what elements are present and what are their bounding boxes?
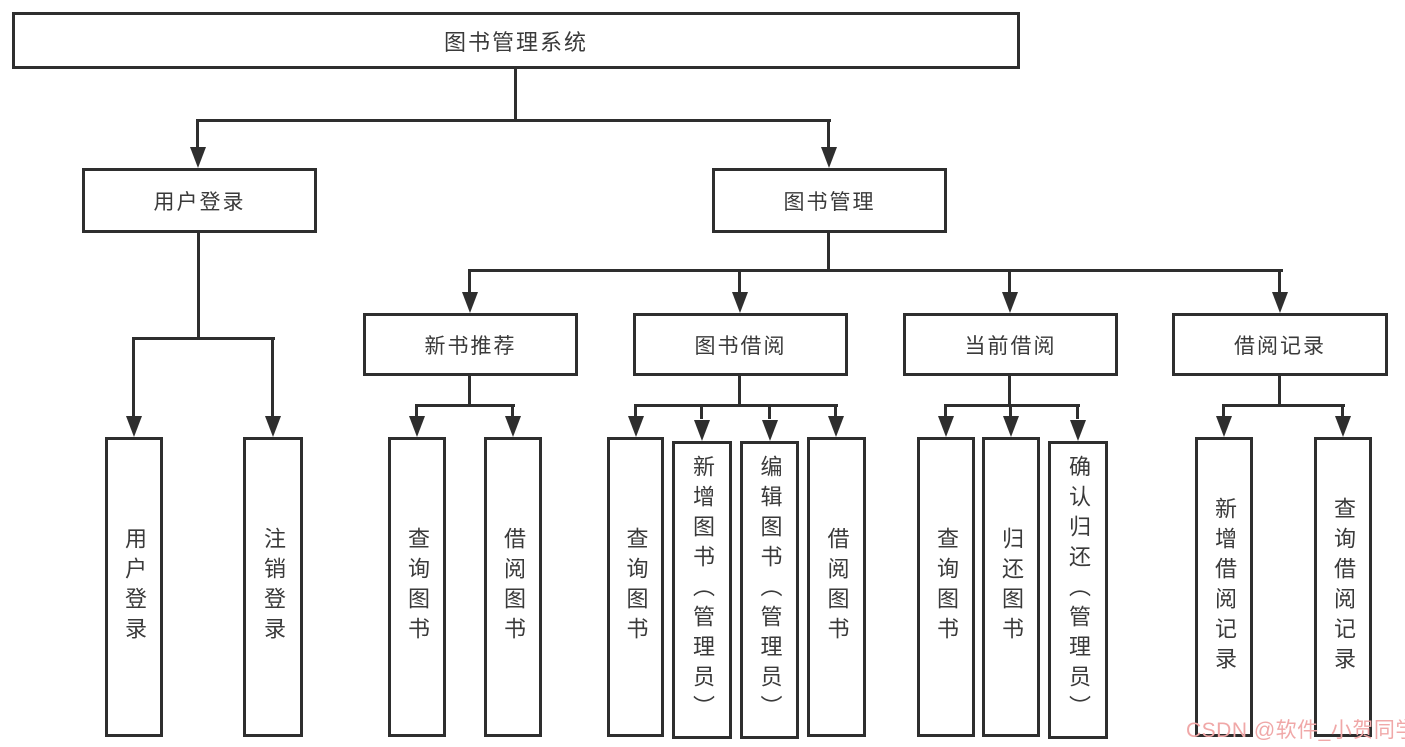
node-label: 图书借阅 xyxy=(694,334,787,358)
arrow-down-icon xyxy=(828,416,844,437)
connector-line xyxy=(738,269,741,295)
leaf-query-books-current: 查询图书 xyxy=(917,437,975,737)
leaf-borrow-books: 借阅图书 xyxy=(807,437,866,737)
node-book-management: 图书管理 xyxy=(712,168,947,233)
arrow-down-icon xyxy=(762,420,778,441)
leaf-label: 注销登录 xyxy=(261,527,286,647)
connector-line xyxy=(1008,269,1011,295)
leaf-query-books-borrowing: 查询图书 xyxy=(607,437,664,737)
arrow-down-icon xyxy=(1272,292,1288,313)
leaf-label: 借阅图书 xyxy=(501,527,526,647)
leaf-borrow-books-recommend: 借阅图书 xyxy=(484,437,542,737)
leaf-label: 查询图书 xyxy=(623,527,649,647)
leaf-add-borrow-record: 新增借阅记录 xyxy=(1195,437,1253,737)
node-new-book-recommend: 新书推荐 xyxy=(363,313,578,376)
connector-line xyxy=(415,404,515,407)
connector-line xyxy=(827,119,830,149)
leaf-label: 查询图书 xyxy=(934,527,959,647)
node-label: 当前借阅 xyxy=(964,334,1057,358)
connector-line xyxy=(634,404,637,417)
arrow-down-icon xyxy=(1003,416,1019,437)
connector-line xyxy=(132,337,135,417)
node-book-borrowing: 图书借阅 xyxy=(633,313,848,376)
node-label: 图书管理 xyxy=(783,190,876,214)
csdn-watermark: CSDN @软件_小贺同学 xyxy=(1186,719,1405,742)
leaf-label: 归还图书 xyxy=(999,527,1024,647)
connector-line xyxy=(514,68,517,120)
leaf-query-borrow-record: 查询借阅记录 xyxy=(1314,437,1372,737)
connector-line xyxy=(468,269,471,295)
leaf-label: 用户登录 xyxy=(122,527,147,647)
arrow-down-icon xyxy=(1070,420,1086,441)
connector-line xyxy=(768,404,771,419)
connector-line xyxy=(415,404,418,417)
connector-line xyxy=(738,375,741,406)
node-library-management-system: 图书管理系统 xyxy=(12,12,1020,69)
connector-line xyxy=(1278,375,1281,406)
connector-line xyxy=(1222,404,1225,417)
leaf-label: 确认归还（管理员） xyxy=(1066,455,1091,725)
leaf-label: 查询图书 xyxy=(405,527,430,647)
connector-line xyxy=(700,404,703,419)
node-current-borrowing: 当前借阅 xyxy=(903,313,1118,376)
arrow-down-icon xyxy=(1335,416,1351,437)
arrow-down-icon xyxy=(694,420,710,441)
leaf-logout: 注销登录 xyxy=(243,437,303,737)
arrow-down-icon xyxy=(938,416,954,437)
connector-line xyxy=(834,404,837,417)
connector-line xyxy=(197,232,200,338)
leaf-label: 新增借阅记录 xyxy=(1212,497,1237,677)
connector-line xyxy=(634,404,838,407)
leaf-user-login: 用户登录 xyxy=(105,437,163,737)
connector-line xyxy=(468,375,471,406)
connector-line xyxy=(197,119,831,122)
node-label: 借阅记录 xyxy=(1234,334,1326,358)
arrow-down-icon xyxy=(628,416,644,437)
connector-line xyxy=(1076,404,1079,419)
leaf-confirm-return-admin: 确认归还（管理员） xyxy=(1048,441,1108,739)
arrow-down-icon xyxy=(409,416,425,437)
leaf-return-books: 归还图书 xyxy=(982,437,1040,737)
arrow-down-icon xyxy=(190,147,206,168)
arrow-down-icon xyxy=(462,292,478,313)
connector-line xyxy=(469,269,1283,272)
connector-line xyxy=(827,232,830,272)
leaf-label: 编辑图书（管理员） xyxy=(757,455,783,725)
node-label: 用户登录 xyxy=(153,190,246,214)
arrow-down-icon xyxy=(821,147,837,168)
arrow-down-icon xyxy=(505,416,521,437)
connector-line xyxy=(133,337,275,340)
connector-line xyxy=(1009,404,1012,417)
node-borrowing-records: 借阅记录 xyxy=(1172,313,1388,376)
connector-line xyxy=(944,404,1080,407)
connector-line xyxy=(196,119,199,149)
node-label: 图书管理系统 xyxy=(443,29,588,55)
node-user-login: 用户登录 xyxy=(82,168,317,233)
connector-line xyxy=(1341,404,1344,417)
node-label: 新书推荐 xyxy=(424,334,517,358)
connector-line xyxy=(1278,269,1281,295)
leaf-query-books-recommend: 查询图书 xyxy=(388,437,446,737)
leaf-label: 查询借阅记录 xyxy=(1331,497,1356,677)
connector-line xyxy=(271,337,274,417)
arrow-down-icon xyxy=(265,416,281,437)
leaf-label: 借阅图书 xyxy=(824,527,850,647)
connector-line xyxy=(1222,404,1345,407)
connector-line xyxy=(511,404,514,417)
arrow-down-icon xyxy=(732,292,748,313)
leaf-edit-books-admin: 编辑图书（管理员） xyxy=(740,441,799,739)
arrow-down-icon xyxy=(1002,292,1018,313)
connector-line xyxy=(1008,375,1011,406)
leaf-label: 新增图书（管理员） xyxy=(690,455,715,725)
arrow-down-icon xyxy=(1216,416,1232,437)
arrow-down-icon xyxy=(126,416,142,437)
connector-line xyxy=(944,404,947,417)
leaf-add-books-admin: 新增图书（管理员） xyxy=(672,441,732,739)
